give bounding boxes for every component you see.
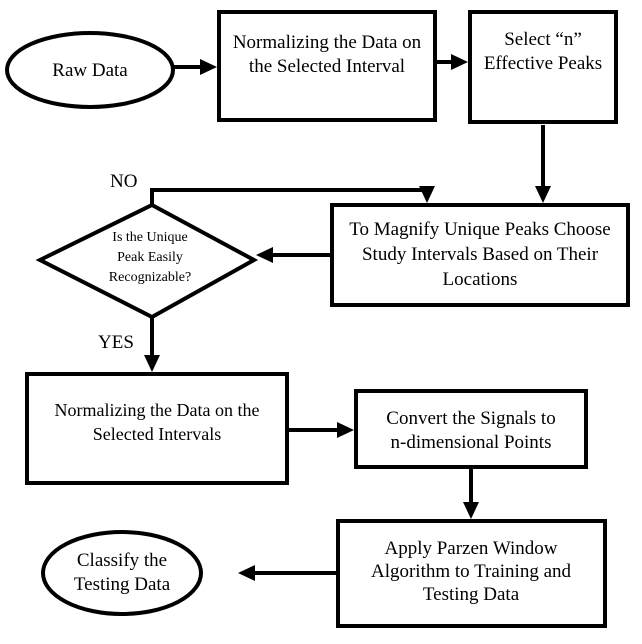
convert-signals-label-line: n-dimensional Points [391,432,552,453]
connector-magnify-to-decision [256,247,332,263]
node-convert-signals: Convert the Signals to n-dimensional Poin… [354,389,588,469]
decision-peak-label-line: Recognizable? [109,270,191,285]
node-select-peaks: Select “n” Effective Peaks [468,10,618,124]
normalize-interval-label-line: Normalizing the Data on [233,32,422,53]
convert-signals-label-line: Convert the Signals to [386,408,555,429]
edge-label-no: NO [110,171,137,192]
connector-parzen-to-classify [238,565,336,581]
classify-testing-label-line: Classify the [77,550,167,571]
normalize-intervals-label-line: Normalizing the Data on the [55,400,260,420]
normalize-interval-label-line: the Selected Interval [249,56,405,77]
decision-peak-label-line: Is the Unique [112,230,187,245]
connector-convert-to-parzen [463,469,479,519]
magnify-peaks-label-line: Study Intervals Based on Their [362,244,599,265]
normalize-intervals-label-line: Selected Intervals [93,424,221,444]
select-peaks-label-line: Select “n” [504,29,582,50]
parzen-window-label-line: Apply Parzen Window [384,538,557,559]
magnify-peaks-label-line: Locations [443,269,518,290]
svg-text:Raw Data: Raw Data [52,60,128,81]
connector-normalize-intervals-to-convert [289,422,354,438]
connector-decision-yes [144,317,160,372]
connector-select-to-magnify [535,125,551,203]
connector-raw-to-normalize [174,59,217,75]
svg-text:Convert the Signals ton-dimens: Convert the Signals to n-dimensional Poin… [386,408,555,453]
decision-peak-label-line: Peak Easily [117,250,183,265]
magnify-peaks-label-line: To Magnify Unique Peaks Choose [349,219,610,240]
select-peaks-label-line: Effective Peaks [484,53,602,74]
edge-label-yes: YES [98,332,134,353]
parzen-window-label-line: Testing Data [423,584,520,605]
connector-normalize-to-select [437,54,468,70]
parzen-window-label-line: Algorithm to Training and [371,561,572,582]
classify-testing-label-line: Testing Data [74,574,171,595]
node-normalize-interval: Normalizing the Data on the Selected Inte… [217,10,437,122]
raw-data-label-line: Raw Data [52,60,128,81]
connector-decision-no-loop [150,186,435,205]
svg-text:Select “n”Effective Peaks: Select “n” Effective Peaks [484,29,602,74]
node-raw-data: Raw Data [5,31,175,109]
